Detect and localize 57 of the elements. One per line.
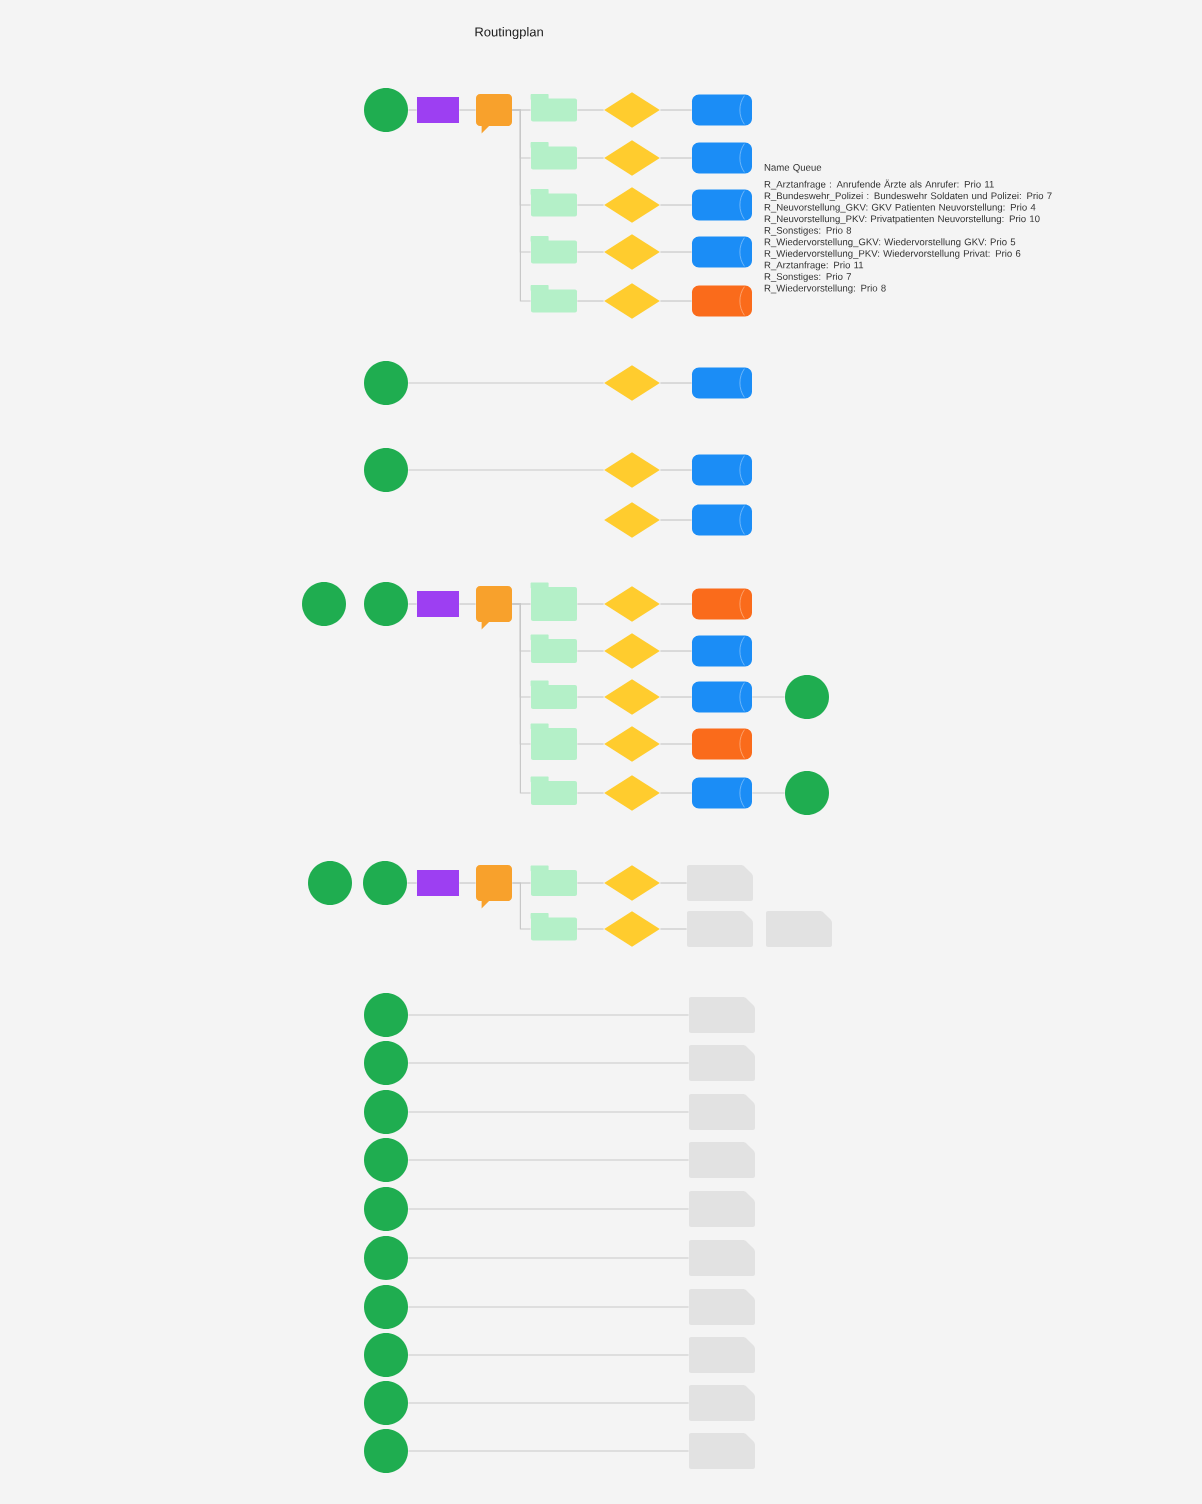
circle-node <box>364 1429 408 1473</box>
folder-box <box>530 723 577 760</box>
decision-diamond <box>604 865 660 901</box>
document-box <box>687 865 753 901</box>
folder-box <box>530 776 577 805</box>
connector-line <box>511 882 532 930</box>
circle-node <box>308 861 352 905</box>
callout-box <box>476 865 512 909</box>
folder-box <box>530 865 577 896</box>
folder-box <box>530 142 577 170</box>
decision-diamond <box>604 586 660 622</box>
folder-box <box>530 94 577 122</box>
folder-box <box>530 582 577 621</box>
circle-node <box>364 88 408 132</box>
circle-node <box>364 1187 408 1231</box>
callout-box <box>476 586 512 630</box>
folder-box <box>530 285 577 313</box>
circle-node <box>364 1381 408 1425</box>
decision-diamond <box>604 679 660 715</box>
decision-diamond <box>604 92 660 128</box>
decision-diamond <box>604 187 660 223</box>
process-box <box>417 591 459 617</box>
circle-node <box>785 771 829 815</box>
decision-diamond <box>604 234 660 270</box>
circle-node <box>364 1138 408 1182</box>
decision-diamond <box>604 726 660 762</box>
decision-diamond <box>604 283 660 319</box>
circle-node <box>364 1090 408 1134</box>
circle-node <box>364 448 408 492</box>
process-box <box>417 97 459 123</box>
circle-node <box>364 1333 408 1377</box>
circle-node <box>364 582 408 626</box>
decision-diamond <box>604 365 660 401</box>
folder-box <box>530 913 577 941</box>
folder-box <box>530 634 577 663</box>
decision-diamond <box>604 140 660 176</box>
decision-diamond <box>604 452 660 488</box>
callout-box <box>476 94 512 134</box>
document-box <box>687 911 753 947</box>
circle-node <box>302 582 346 626</box>
decision-diamond <box>604 633 660 669</box>
circle-node <box>364 1236 408 1280</box>
circle-node <box>364 361 408 405</box>
connector-line <box>511 603 532 794</box>
connector-line <box>511 109 532 302</box>
decision-diamond <box>604 911 660 947</box>
folder-box <box>530 680 577 709</box>
folder-box <box>530 236 577 264</box>
circle-node <box>364 993 408 1037</box>
circle-node <box>364 1285 408 1329</box>
decision-diamond <box>604 775 660 811</box>
folder-box <box>530 189 577 217</box>
circle-node <box>364 1041 408 1085</box>
process-box <box>417 870 459 896</box>
circle-node <box>363 861 407 905</box>
circle-node <box>785 675 829 719</box>
decision-diamond <box>604 502 660 538</box>
